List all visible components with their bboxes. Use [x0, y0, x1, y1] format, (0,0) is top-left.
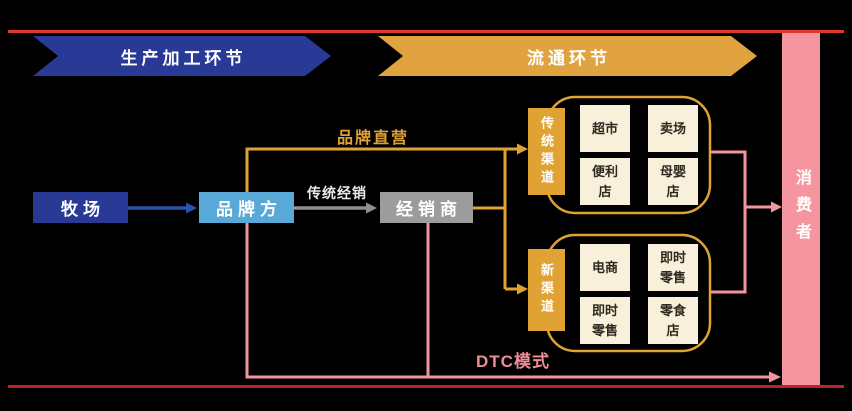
circulation-banner-label: 流通环节: [527, 48, 611, 68]
store-box-instant-retail-2: 即时零售: [580, 297, 630, 344]
distributor-node: 经销商: [380, 192, 473, 223]
dtc-label: DTC模式: [476, 351, 550, 371]
distributor-to-channels-path: [473, 148, 517, 291]
dtc-path: [245, 223, 769, 379]
brand-direct-arrowhead: [517, 143, 528, 155]
channels-to-consumer-arrowhead: [771, 201, 782, 213]
store-box-snack: 零食店: [648, 297, 698, 344]
production-banner-label: 生产加工环节: [120, 48, 247, 68]
brand-to-distributor-arrowhead: [366, 202, 377, 214]
farm-node: 牧场: [33, 192, 128, 223]
circulation-banner-shape: [378, 36, 757, 76]
store-box-instant-retail-1: 即时零售: [648, 244, 698, 291]
farm-to-brand-arrowhead: [186, 202, 197, 214]
traditional-channel-node: 传统渠道: [528, 108, 565, 195]
channels-to-consumer-path: [711, 150, 771, 294]
store-box-mother-baby: 母婴店: [648, 158, 698, 205]
distributor-to-new-channel-arrowhead: [517, 283, 528, 295]
store-box-hypermarket: 卖场: [648, 105, 698, 152]
brand-direct-label: 品牌直营: [336, 130, 409, 147]
store-box-supermarket: 超市: [580, 105, 630, 152]
production-banner-shape: [33, 36, 331, 76]
brand-direct-path: [245, 147, 517, 192]
dtc-arrowhead: [769, 371, 781, 383]
brand-node: 品牌方: [199, 192, 294, 223]
new-channel-node: 新渠道: [528, 249, 565, 331]
consumer-node: 消费者: [782, 33, 820, 385]
store-box-ecommerce: 电商: [580, 244, 630, 291]
store-box-convenience: 便利店: [580, 158, 630, 205]
traditional-distribution-label: 传统经销: [307, 185, 367, 201]
